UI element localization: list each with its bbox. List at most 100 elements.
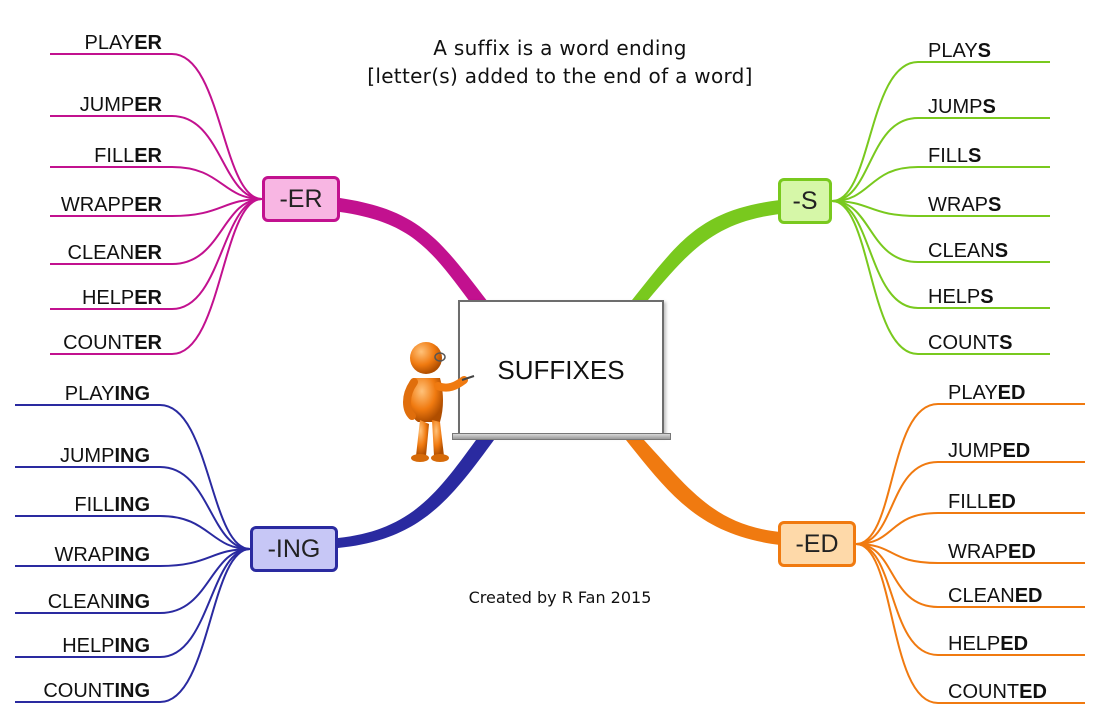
word-base: CLEAN (948, 585, 1015, 607)
word-s-3: FILLS (928, 145, 981, 167)
main-branch-ed (626, 440, 780, 545)
word-ed-7: COUNTED (948, 681, 1047, 703)
word-suffix: S (980, 286, 994, 308)
word-suffix: ING (114, 445, 150, 467)
leaf-connector-er-5 (50, 198, 263, 265)
word-base: COUNT (928, 332, 1000, 354)
word-s-7: COUNTS (928, 332, 1012, 354)
leaf-connector-ing-2 (15, 466, 251, 550)
word-suffix: S (968, 145, 982, 167)
leaf-connector-ed-5 (855, 543, 1085, 608)
central-topic: SUFFIXES (497, 355, 625, 385)
word-suffix: ING (114, 544, 150, 566)
word-base: JUMP (79, 94, 135, 116)
leaf-connector-ed-3 (855, 512, 1085, 545)
word-suffix: ER (134, 287, 162, 309)
leaf-connector-ing-7 (15, 548, 251, 703)
leaf-connector-s-2 (831, 117, 1050, 202)
leaf-connector-ed-6 (855, 543, 1085, 656)
word-s-1: PLAYS (928, 40, 991, 62)
word-er-6: HELPER (82, 287, 162, 309)
word-suffix: ING (114, 680, 150, 702)
word-suffix: S (994, 240, 1009, 262)
word-ing-1: PLAYING (65, 383, 150, 405)
leaf-connector-s-6 (831, 200, 1050, 309)
leaf-connector-ing-5 (15, 548, 251, 614)
leaf-connector-s-3 (831, 166, 1050, 202)
branch-node-s: -S (778, 178, 832, 224)
word-suffix: ING (114, 383, 150, 405)
leaf-connector-er-1 (50, 53, 263, 200)
word-suffix: ED (1000, 633, 1029, 655)
leaf-connector-ing-4 (15, 548, 251, 567)
word-ing-3: FILLING (74, 494, 150, 516)
word-base: FILL (948, 491, 989, 513)
word-er-1: PLAYER (85, 32, 162, 54)
header-line-2: [letter(s) added to the end of a word] (367, 64, 753, 88)
header-line-1: A suffix is a word ending (433, 36, 687, 60)
word-suffix: ER (134, 145, 162, 167)
leaf-connector-ing-3 (15, 515, 251, 550)
word-s-2: JUMPS (928, 96, 996, 118)
word-base: CLEAN (47, 591, 115, 613)
word-base: COUNT (43, 680, 115, 702)
word-suffix: ER (134, 32, 162, 54)
word-base: FILL (74, 494, 115, 516)
word-suffix: S (982, 96, 996, 118)
branch-node-ed: -ED (778, 521, 856, 567)
word-ing-5: CLEANING (48, 591, 150, 613)
word-base: WRAP (928, 194, 988, 216)
word-base: HELP (62, 635, 115, 657)
leaf-connector-er-3 (50, 166, 263, 200)
word-base: FILL (928, 145, 969, 167)
word-base: HELP (948, 633, 1001, 655)
word-base: JUMP (948, 440, 1003, 462)
word-er-4: WRAPPER (61, 194, 162, 216)
leaf-connector-er-6 (50, 198, 263, 310)
word-suffix: ED (1008, 541, 1036, 563)
leaf-connector-er-2 (50, 115, 263, 200)
word-suffix: S (988, 194, 1002, 216)
whiteboard-tray (452, 433, 671, 440)
main-branch-ing (338, 440, 494, 548)
leaf-connector-s-7 (831, 200, 1050, 355)
word-base: PLAY (64, 383, 115, 405)
word-base: JUMP (928, 96, 983, 118)
word-er-2: JUMPER (80, 94, 162, 116)
main-branch-er (340, 198, 488, 302)
word-base: WRAP (54, 544, 115, 566)
teacher-figure-icon (403, 342, 475, 462)
word-base: PLAY (84, 32, 135, 54)
word-ing-7: COUNTING (43, 680, 150, 702)
word-suffix: ER (134, 194, 162, 216)
word-ed-1: PLAYED (948, 382, 1025, 404)
word-base: JUMP (59, 445, 115, 467)
word-base: FILL (94, 145, 135, 167)
leaf-connector-s-1 (831, 61, 1050, 202)
credit-text: Created by R Fan 2015 (468, 588, 652, 607)
word-ed-6: HELPED (948, 633, 1028, 655)
word-suffix: ED (997, 382, 1026, 404)
word-s-5: CLEANS (928, 240, 1008, 262)
leaf-connector-er-7 (50, 198, 263, 355)
word-base: HELP (928, 286, 981, 308)
leaf-connector-ed-7 (855, 543, 1085, 704)
word-base: CLEAN (67, 242, 135, 264)
leaf-connector-ed-2 (855, 461, 1085, 545)
branch-node-ing: -ING (250, 526, 338, 572)
word-suffix: ED (1002, 440, 1031, 462)
word-suffix: ING (114, 635, 150, 657)
word-base: WRAPP (60, 194, 135, 216)
word-er-5: CLEANER (68, 242, 163, 264)
word-suffix: S (999, 332, 1013, 354)
word-er-3: FILLER (94, 145, 162, 167)
word-suffix: ER (134, 94, 162, 116)
word-ing-6: HELPING (62, 635, 150, 657)
leaf-connector-ed-1 (855, 403, 1085, 545)
word-ed-4: WRAPED (948, 541, 1036, 563)
word-base: COUNT (948, 681, 1020, 703)
word-suffix: ING (114, 494, 150, 516)
leaf-connector-ing-1 (15, 404, 251, 550)
main-branch-s (632, 200, 780, 300)
